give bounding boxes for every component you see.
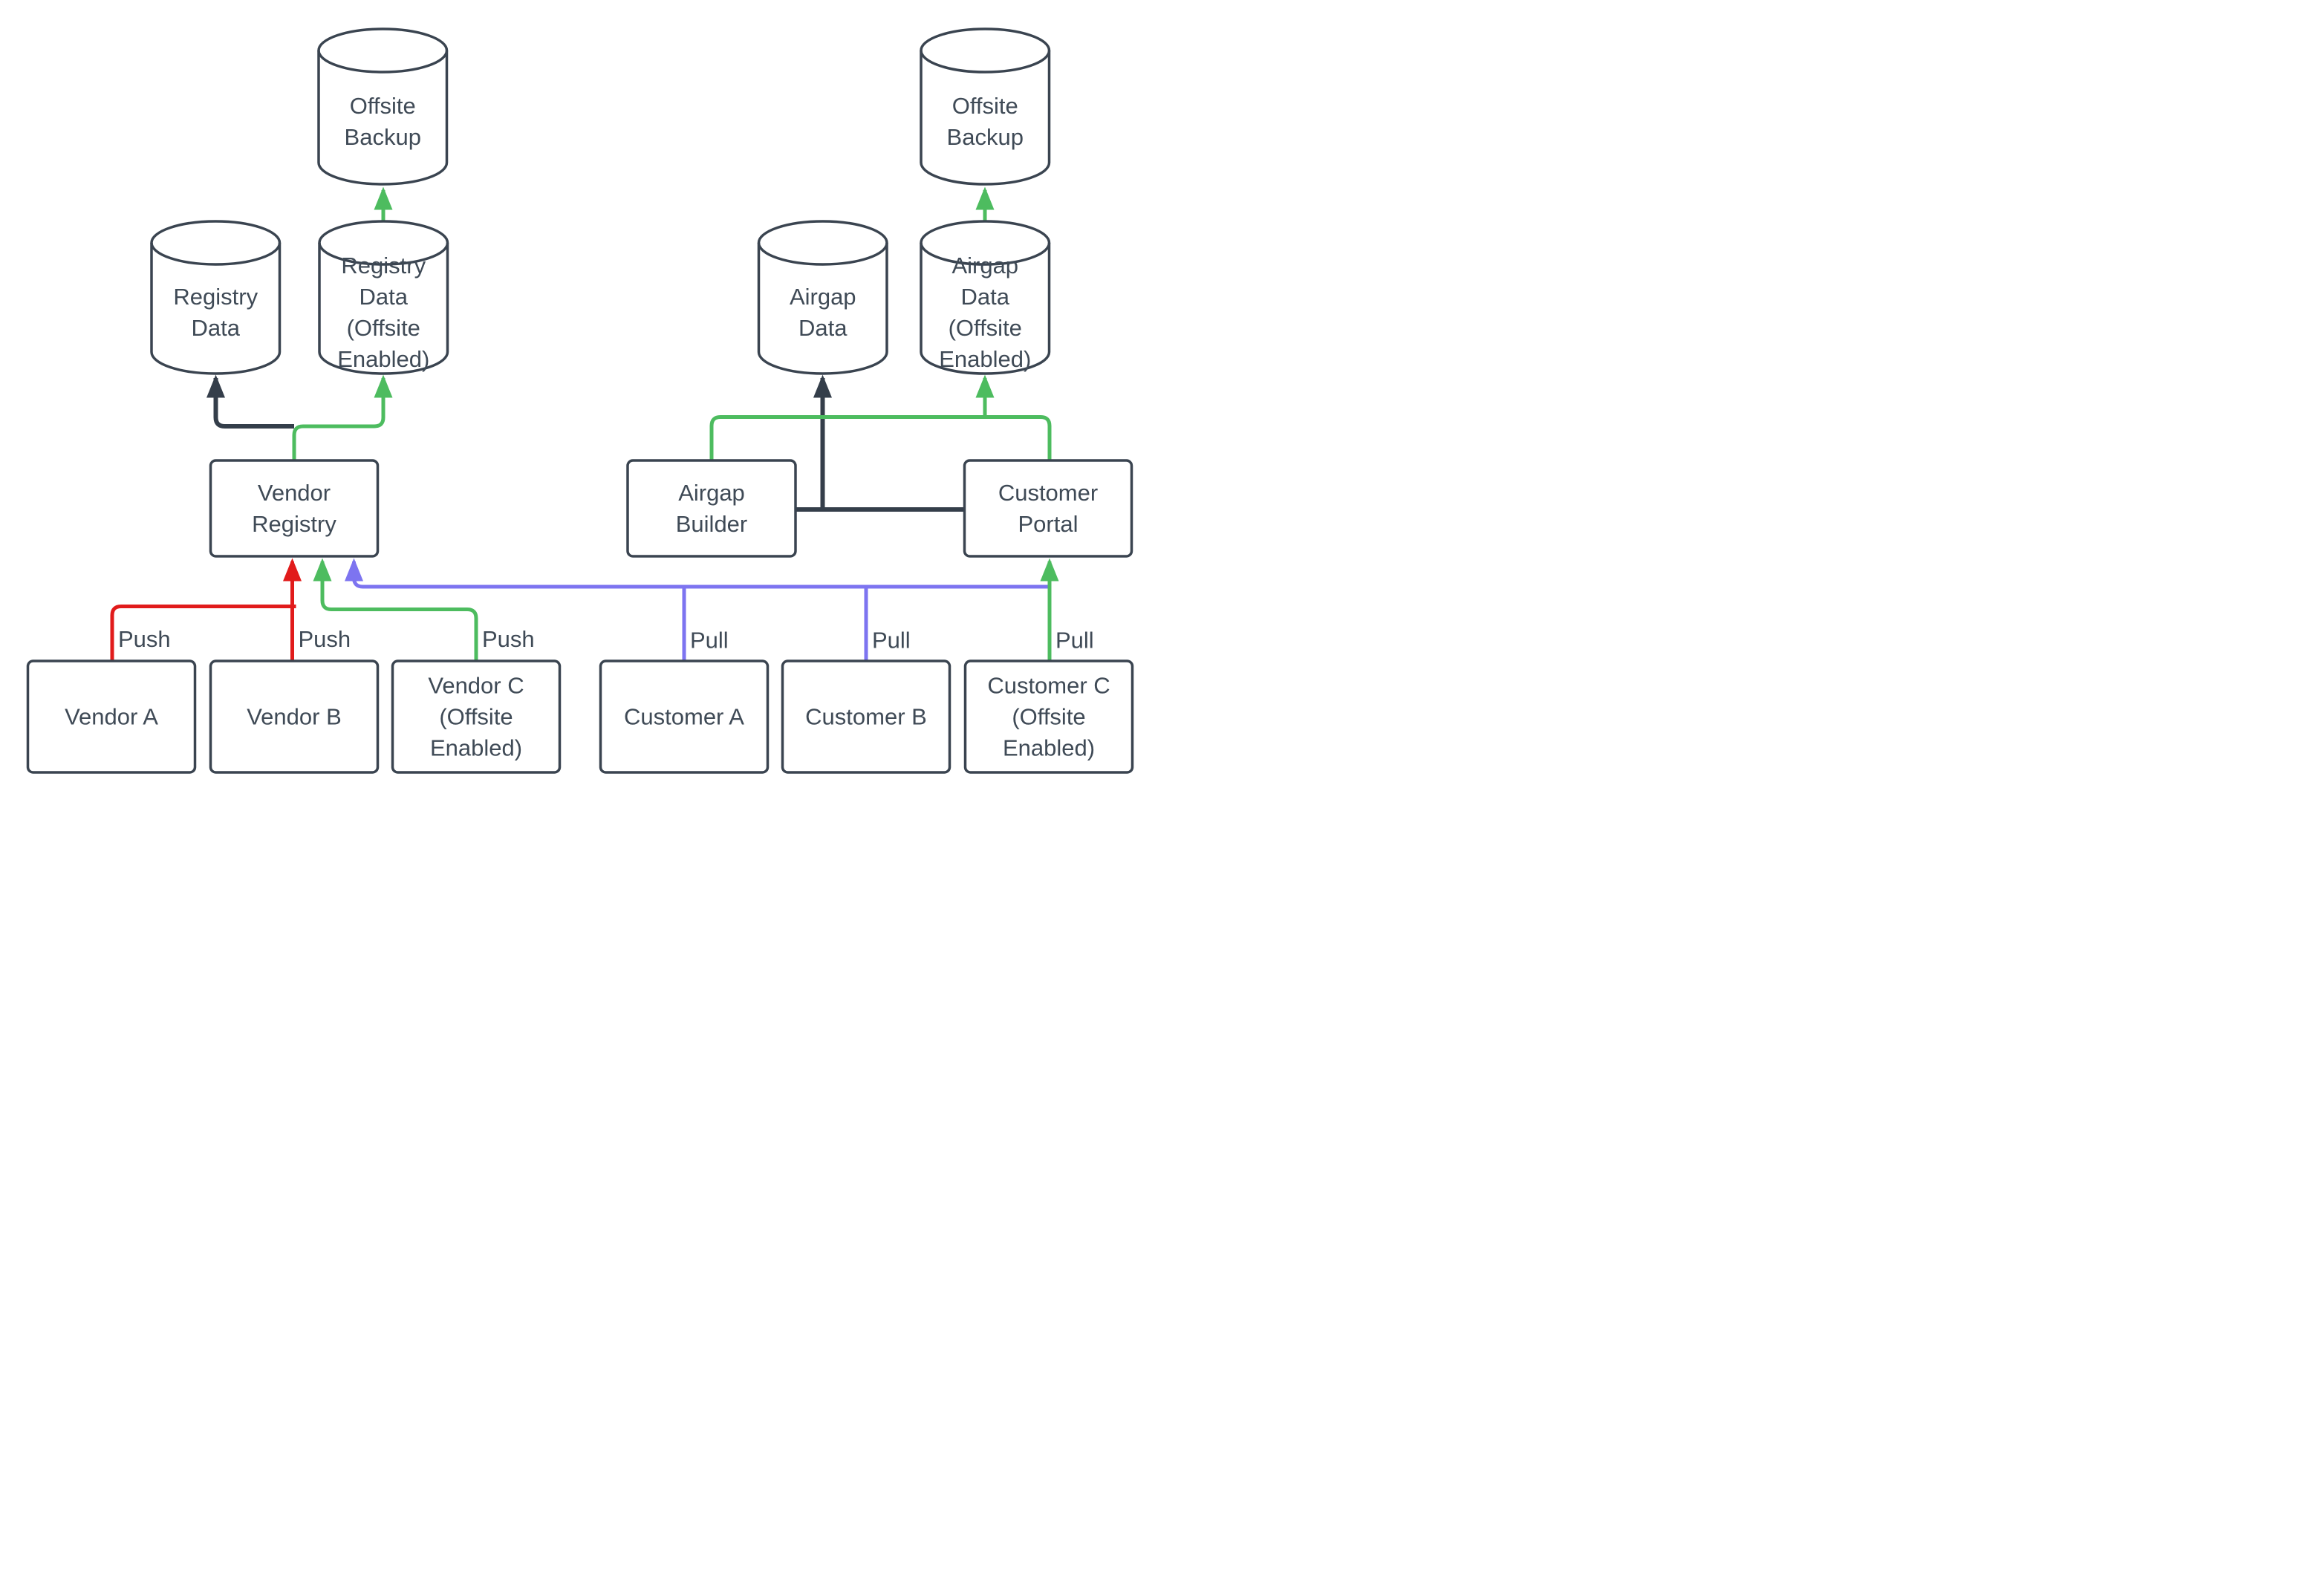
airgap-data-offsite-rim bbox=[920, 242, 1051, 266]
airgap-data-offsite-label-line: Data bbox=[961, 284, 1010, 310]
vendor-b: Vendor B bbox=[209, 659, 380, 774]
vendor-registry-label-line: Vendor bbox=[258, 480, 331, 506]
offsite-backup-right-rim bbox=[920, 50, 1051, 74]
vendor-a: Vendor A bbox=[26, 659, 197, 774]
pull-label-b: Pull bbox=[872, 628, 911, 654]
airgap-data-label-line: Data bbox=[798, 315, 848, 341]
vendor-b-shape bbox=[209, 659, 380, 774]
vendor-registry-shape bbox=[209, 459, 380, 558]
airgap-data-rim bbox=[757, 242, 888, 266]
customer-b-shape bbox=[781, 659, 951, 774]
customer-c-shape bbox=[963, 659, 1134, 774]
airgap-builder-shape bbox=[626, 459, 797, 558]
customer-portal-label-line: Portal bbox=[1018, 511, 1079, 537]
registry-data-shape bbox=[150, 220, 282, 375]
edge-registry-to-dark-cylinder bbox=[206, 374, 294, 429]
offsite-backup-left-label-line: Offsite bbox=[350, 93, 416, 119]
offsite-backup-left-shape bbox=[317, 27, 449, 186]
customer-b: Customer B bbox=[781, 659, 951, 774]
airgap-data-offsite-label-line: Airgap bbox=[951, 253, 1018, 279]
registry-data-offsite-label-line: (Offsite bbox=[347, 315, 420, 341]
customer-c-label-line: Enabled) bbox=[1003, 735, 1095, 761]
customer-portal-label-line: Customer bbox=[998, 480, 1098, 506]
node-layer: OffsiteBackupOffsiteBackupRegistryDataRe… bbox=[26, 27, 1134, 774]
registry-data-offsite-label-line: Registry bbox=[341, 253, 426, 279]
customer-c-label-line: Customer C bbox=[987, 673, 1110, 699]
vendor-c-label-line: (Offsite bbox=[439, 704, 513, 730]
push-label-a: Push bbox=[118, 626, 171, 652]
customer-b-label-line: Customer B bbox=[805, 704, 927, 730]
registry-data-offsite-rim bbox=[318, 242, 449, 266]
airgap-data-label-line: Airgap bbox=[790, 284, 856, 310]
vendor-c-label-line: Vendor C bbox=[428, 673, 524, 699]
customer-a-shape bbox=[599, 659, 770, 774]
registry-data-offsite-label-line: Enabled) bbox=[337, 346, 429, 372]
airgap-data-shape bbox=[757, 220, 888, 375]
offsite-backup-right-label-line: Backup bbox=[947, 124, 1024, 150]
customer-a: Customer A bbox=[599, 659, 770, 774]
edge-vendor-c-push bbox=[313, 558, 478, 661]
vendor-c-shape bbox=[391, 659, 562, 774]
offsite-backup-right-label-line: Offsite bbox=[952, 93, 1018, 119]
offsite-backup-left-rim bbox=[317, 50, 449, 74]
edge-builder-portal-green-link bbox=[709, 415, 1052, 461]
push-label-c: Push bbox=[482, 626, 535, 652]
registry-data-label-line: Registry bbox=[173, 284, 258, 310]
vendor-a-shape bbox=[26, 659, 197, 774]
edge-layer bbox=[110, 186, 1059, 661]
architecture-diagram: OffsiteBackupOffsiteBackupRegistryDataRe… bbox=[26, 27, 1134, 774]
customer-c-label-line: (Offsite bbox=[1012, 704, 1085, 730]
customer-a-label-line: Customer A bbox=[624, 704, 744, 730]
offsite-backup-right-shape bbox=[920, 27, 1051, 186]
registry-data-offsite-shape bbox=[318, 220, 449, 375]
vendor-c-label-line: Enabled) bbox=[430, 735, 522, 761]
vendor-registry-label-line: Registry bbox=[252, 511, 336, 537]
edge-vendor-a-push bbox=[110, 605, 296, 661]
airgap-data-offsite-label-line: Enabled) bbox=[939, 346, 1031, 372]
registry-data-offsite-label-line: Data bbox=[360, 284, 409, 310]
edge-registry-to-offsite-cylinder bbox=[292, 374, 393, 461]
airgap-data-offsite-label-line: (Offsite bbox=[949, 315, 1022, 341]
offsite-backup-left-label-line: Backup bbox=[345, 124, 421, 150]
edge-portal-pull-line bbox=[345, 558, 1050, 589]
push-label-b: Push bbox=[299, 626, 351, 652]
airgap-builder-label-line: Builder bbox=[676, 511, 748, 537]
customer-portal-shape bbox=[963, 459, 1133, 558]
edge-label-layer: Push Push Push Pull Pull Pull bbox=[118, 626, 1094, 654]
vendor-b-label-line: Vendor B bbox=[247, 704, 342, 730]
airgap-builder-label-line: Airgap bbox=[678, 480, 745, 506]
pull-label-a: Pull bbox=[690, 628, 729, 654]
registry-data-label-line: Data bbox=[192, 315, 241, 341]
vendor-a-label-line: Vendor A bbox=[65, 704, 158, 730]
registry-data-rim bbox=[150, 242, 282, 266]
airgap-data-offsite-shape bbox=[920, 220, 1051, 375]
pull-label-c: Pull bbox=[1055, 628, 1094, 654]
